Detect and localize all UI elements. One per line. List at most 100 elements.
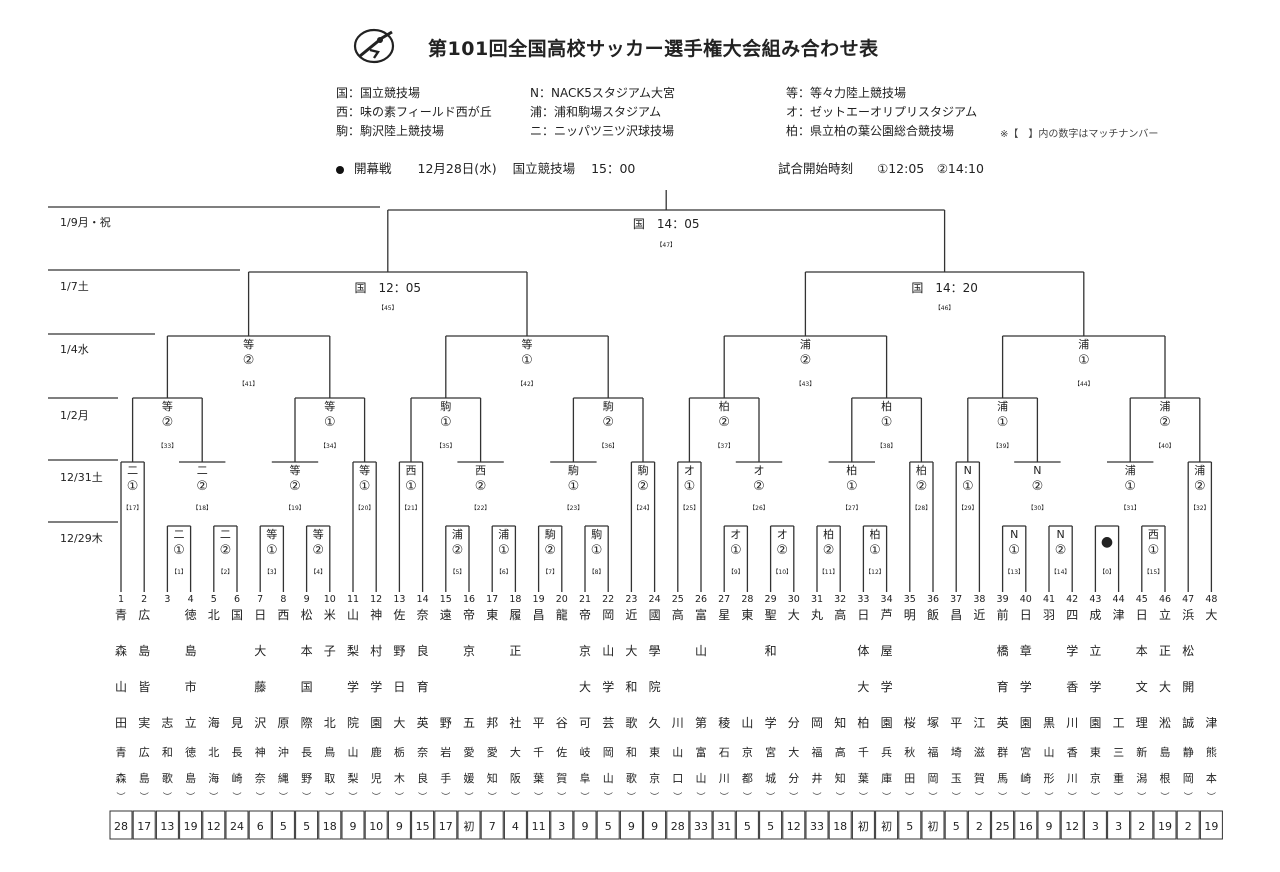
school-name-char: 良 bbox=[417, 643, 429, 658]
school-name-char: 工 bbox=[1113, 716, 1125, 730]
match-number: 【26】 bbox=[749, 505, 769, 512]
appearance-count: 9 bbox=[1046, 820, 1053, 833]
team-number: 36 bbox=[927, 594, 939, 605]
prefecture-char: 北 bbox=[208, 746, 219, 759]
prefecture-char: 井 bbox=[812, 771, 823, 785]
school-name-char: 聖 bbox=[765, 608, 777, 622]
team-number: 5 bbox=[211, 594, 217, 605]
round-label: 1/4水 bbox=[60, 343, 89, 356]
team-number: 25 bbox=[672, 594, 684, 605]
prefecture-char: 京 bbox=[742, 745, 753, 759]
match-number: 【40】 bbox=[1155, 443, 1175, 450]
prefecture-bracket-icon: ︶ bbox=[1184, 792, 1193, 803]
prefecture-char: 長 bbox=[232, 746, 243, 759]
appearance-count-box bbox=[1153, 810, 1177, 840]
appearance-count: 5 bbox=[906, 820, 913, 833]
school-name-char: 沢 bbox=[254, 716, 266, 730]
school-name-char: 梨 bbox=[347, 644, 359, 658]
prefecture-char: 城 bbox=[765, 772, 776, 785]
appearance-count-box bbox=[573, 810, 597, 840]
appearance-count-box bbox=[225, 810, 249, 840]
prefecture-char: 青 bbox=[116, 746, 127, 759]
appearance-count-box bbox=[411, 810, 435, 840]
match-number: 【47】 bbox=[656, 242, 676, 249]
school-name-char: 奈 bbox=[417, 608, 429, 622]
match-time-number: ① bbox=[869, 543, 881, 558]
match-number: 【21】 bbox=[401, 505, 421, 512]
team-number: 7 bbox=[257, 594, 263, 605]
appearance-count-box bbox=[387, 810, 411, 840]
appearance-count: 9 bbox=[350, 820, 357, 833]
prefecture-bracket-icon: ︶ bbox=[673, 792, 682, 803]
school-name-char: 稜 bbox=[718, 716, 730, 730]
match-time-number: ② bbox=[916, 479, 928, 494]
appearance-count-box bbox=[1176, 810, 1200, 840]
school-name-char: 日 bbox=[254, 608, 266, 622]
team-number: 15 bbox=[440, 594, 452, 605]
prefecture-char: 口 bbox=[672, 772, 683, 785]
school-name-char: 昌 bbox=[533, 608, 545, 622]
prefecture-char: 海 bbox=[208, 771, 219, 785]
opening-dot-icon bbox=[336, 165, 344, 174]
prefecture-char: 島 bbox=[139, 771, 150, 785]
school-name-char: 平 bbox=[533, 716, 545, 730]
prefecture-bracket-icon: ︶ bbox=[604, 792, 613, 803]
match-number: 【9】 bbox=[728, 569, 744, 576]
school-name-char: 大 bbox=[254, 644, 266, 658]
opening-date: 12月28日(水) bbox=[417, 161, 497, 176]
prefecture-char: 千 bbox=[858, 746, 869, 759]
school-name-char: 学 bbox=[1089, 679, 1101, 694]
round-label: 1/2月 bbox=[60, 409, 89, 422]
prefecture-char: 和 bbox=[162, 746, 173, 759]
prefecture-char: 徳 bbox=[185, 746, 196, 759]
match-venue: 西 bbox=[1148, 528, 1159, 541]
team-number: 11 bbox=[347, 594, 359, 605]
school-name-char: 海 bbox=[208, 715, 220, 730]
match-time-number: ① bbox=[730, 543, 742, 558]
match-time-number: ① bbox=[266, 543, 278, 558]
prefecture-char: 沖 bbox=[278, 746, 289, 759]
school-name-char: 実 bbox=[138, 715, 150, 730]
prefecture-char: 鳥 bbox=[324, 745, 335, 759]
prefecture-char: 東 bbox=[649, 746, 660, 759]
match-time-number: ② bbox=[544, 543, 556, 558]
team-number: 38 bbox=[973, 594, 985, 605]
prefecture-bracket-icon: ︶ bbox=[441, 792, 450, 803]
prefecture-bracket-icon: ︶ bbox=[766, 792, 775, 803]
team-number: 6 bbox=[234, 594, 240, 605]
school-name-char: 日 bbox=[1136, 608, 1148, 622]
school-name-char: 佐 bbox=[393, 608, 405, 622]
match-venue: 等 bbox=[290, 463, 301, 477]
appearance-count-box bbox=[1107, 810, 1131, 840]
match-time-number: ① bbox=[962, 479, 974, 494]
school-name-char: 羽 bbox=[1043, 608, 1055, 622]
school-name-char: 正 bbox=[1159, 644, 1171, 658]
prefecture-char: 栃 bbox=[394, 745, 405, 759]
school-name-char: 學 bbox=[649, 644, 661, 658]
prefecture-bracket-icon: ︶ bbox=[1021, 792, 1030, 803]
match-number: 【44】 bbox=[1074, 381, 1094, 388]
team-number: 27 bbox=[718, 594, 730, 605]
team-number: 1 bbox=[118, 594, 124, 605]
match-venue: 等 bbox=[313, 527, 324, 541]
appearance-count: 9 bbox=[651, 820, 658, 833]
school-name-char: 大 bbox=[857, 680, 869, 694]
school-name-char: 歌 bbox=[625, 715, 637, 730]
school-name-char: 正 bbox=[509, 644, 521, 658]
prefecture-char: 宮 bbox=[765, 745, 776, 759]
match-time-number: ① bbox=[1008, 543, 1020, 558]
team-number: 48 bbox=[1205, 594, 1217, 605]
team-number: 31 bbox=[811, 594, 823, 605]
school-name-char: 北 bbox=[324, 716, 336, 730]
appearance-count: 28 bbox=[114, 820, 128, 833]
team-number: 18 bbox=[509, 594, 521, 605]
match-number: 【41】 bbox=[239, 381, 259, 388]
team-number: 13 bbox=[393, 594, 405, 605]
match-number: 【38】 bbox=[877, 443, 897, 450]
school-name-char: 大 bbox=[625, 644, 637, 658]
school-name-char: 立 bbox=[1089, 643, 1101, 658]
match-venue: 二 bbox=[127, 464, 138, 477]
prefecture-char: 広 bbox=[139, 746, 150, 759]
school-name-char: 神 bbox=[370, 608, 382, 622]
appearance-count: 9 bbox=[582, 820, 589, 833]
